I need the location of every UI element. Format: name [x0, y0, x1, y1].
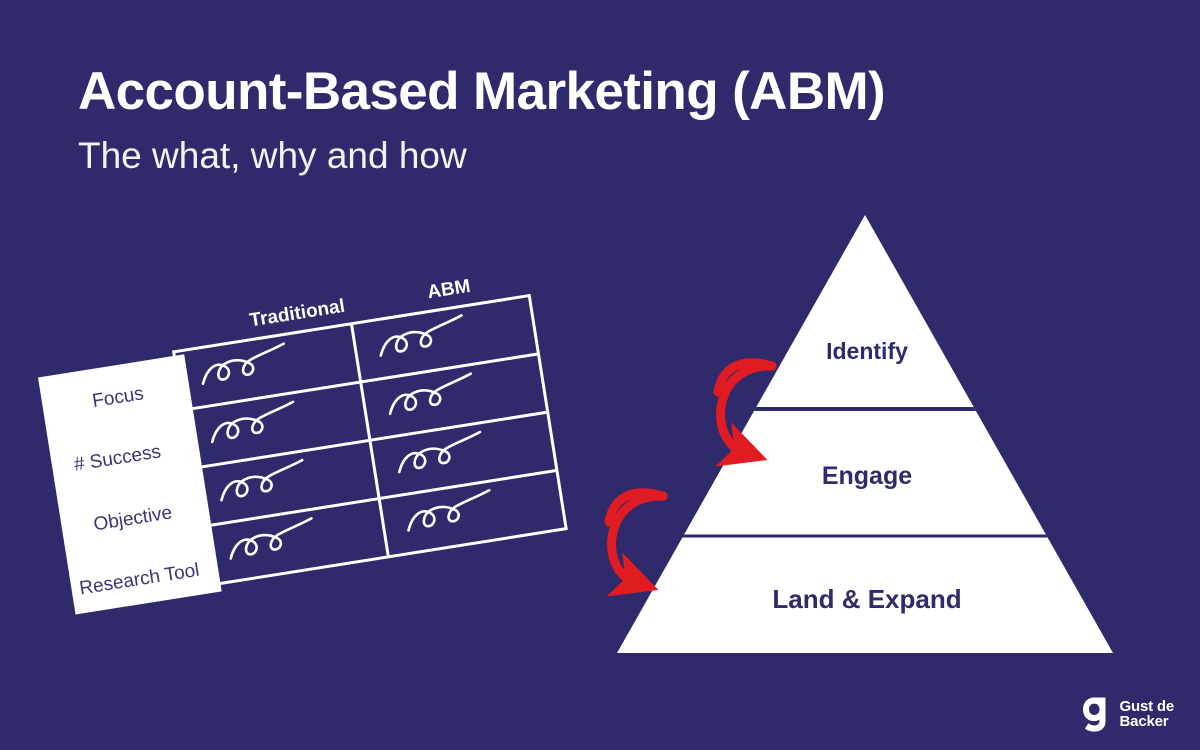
table-cell-scribble — [393, 430, 486, 474]
table-cell-scribble — [197, 342, 290, 386]
table-body-rotated: Traditional ABM Focus # Success Objectiv… — [37, 276, 568, 615]
table-cell-scribble — [375, 314, 468, 357]
comparison-table-svg: Traditional ABM Focus # Success Objectiv… — [37, 276, 568, 615]
table-row-label-column — [37, 354, 222, 615]
table-cell-scribble — [225, 517, 317, 560]
table-cell-scribble — [384, 372, 477, 416]
pyramid-body — [617, 215, 1113, 653]
table-grid — [171, 293, 568, 587]
arrow-engage-to-land-icon — [604, 488, 668, 597]
arrow-identify-to-engage-icon — [713, 358, 777, 467]
abm-pyramid: Identify Engage Land & Expand — [590, 196, 1150, 676]
pyramid-tier-label-land-expand: Land & Expand — [772, 584, 961, 614]
logo-wordmark: Gust de Backer — [1119, 698, 1175, 730]
page-subtitle: The what, why and how — [78, 134, 467, 176]
pyramid-svg: Identify Engage Land & Expand — [604, 215, 1113, 653]
pyramid-tier-label-engage: Engage — [822, 462, 912, 490]
page-title: Account-Based Marketing (ABM) — [78, 62, 886, 121]
table-column-header-abm: ABM — [426, 276, 472, 304]
header: Account-Based Marketing (ABM) The what, … — [78, 64, 1038, 176]
logo-line-1: Gust de — [1119, 698, 1175, 715]
brand-logo: Gust de Backer — [1082, 696, 1174, 732]
table-cell-scribble — [206, 400, 299, 444]
table-cell-scribble — [402, 488, 495, 532]
g-logo-icon — [1082, 697, 1106, 732]
comparison-table-illustration: Traditional ABM Focus # Success Objectiv… — [37, 272, 600, 615]
logo-line-2: Backer — [1119, 713, 1169, 730]
table-cell-scribble — [215, 458, 308, 502]
pyramid-tier-label-identify: Identify — [826, 338, 908, 364]
